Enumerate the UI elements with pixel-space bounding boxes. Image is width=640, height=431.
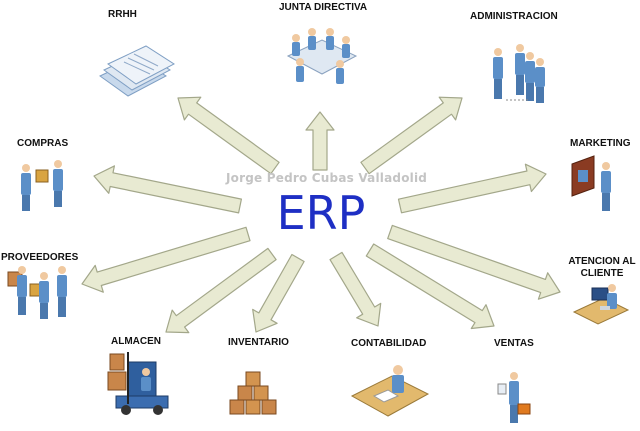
arrow-atencion [387, 224, 561, 300]
label-compras: COMPRAS [17, 138, 69, 149]
arrow-rrhh [177, 96, 280, 175]
arrow-marketing [397, 163, 547, 214]
arrow-ventas [365, 243, 495, 330]
label-junta-directiva: JUNTA DIRECTIVA [279, 2, 368, 13]
arrow-compras [93, 165, 242, 214]
label-administracion: ADMINISTRACION [470, 11, 558, 22]
arrow-almacen [165, 247, 277, 334]
supplier-people-icon [7, 266, 67, 319]
label-proveedores: PROVEEDORES [1, 252, 79, 263]
meeting-table-icon [286, 28, 358, 84]
arrow-contabilidad [329, 251, 382, 327]
center-erp-title: ERP [276, 186, 366, 240]
label-inventario: INVENTARIO [228, 337, 289, 348]
arrow-admin [360, 96, 463, 175]
label-contabilidad: CONTABILIDAD [351, 338, 427, 349]
arrow-proveedores [81, 226, 251, 293]
arrows [81, 96, 561, 334]
salesperson-icon [497, 372, 531, 423]
label-ventas: VENTAS [494, 338, 534, 349]
buyer-people-icon [21, 160, 63, 211]
arrow-junta [305, 111, 335, 171]
box-stack-icon [229, 371, 277, 415]
customer-service-icon [572, 284, 630, 325]
accountant-desk-icon [350, 365, 430, 417]
label-atencion-al-cliente: ATENCION AL CLIENTE [568, 256, 636, 279]
author-watermark: Jorge Pedro Cubas Valladolid [226, 171, 428, 185]
label-almacen: ALMACEN [111, 336, 161, 347]
arrow-inventario [252, 253, 305, 333]
team-people-icon [493, 44, 545, 103]
label-marketing: MARKETING [570, 138, 631, 149]
document-stack-icon [99, 45, 175, 97]
label-rrhh: RRHH [108, 9, 137, 20]
presentation-icon [571, 155, 611, 211]
forklift-icon [107, 352, 169, 415]
